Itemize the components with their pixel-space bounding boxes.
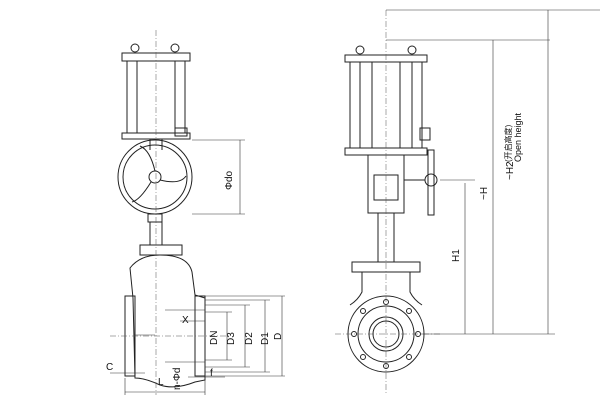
label-d: D: [273, 332, 284, 340]
label-d1: D1: [260, 332, 271, 345]
label-d2: D2: [244, 332, 255, 345]
label-h2: ~H2: [505, 161, 516, 180]
label-d3: D3: [226, 332, 237, 345]
label-h: ~H: [479, 186, 490, 200]
flange-dimensions: [110, 295, 285, 395]
label-x: X: [182, 315, 189, 326]
label-l: L: [158, 377, 164, 388]
label-n-phi-d: n-Φd: [172, 367, 183, 390]
label-open-height: Open height: [513, 112, 523, 162]
label-phi-do: Φdo: [224, 170, 235, 190]
label-dn: DN: [209, 330, 220, 345]
height-dimensions: [386, 9, 600, 335]
right-actuator: [344, 45, 438, 216]
label-f: f: [210, 368, 213, 379]
left-body: [124, 222, 206, 388]
left-handwheel: [117, 139, 193, 223]
label-h1: H1: [451, 249, 462, 262]
label-c: C: [106, 362, 114, 373]
